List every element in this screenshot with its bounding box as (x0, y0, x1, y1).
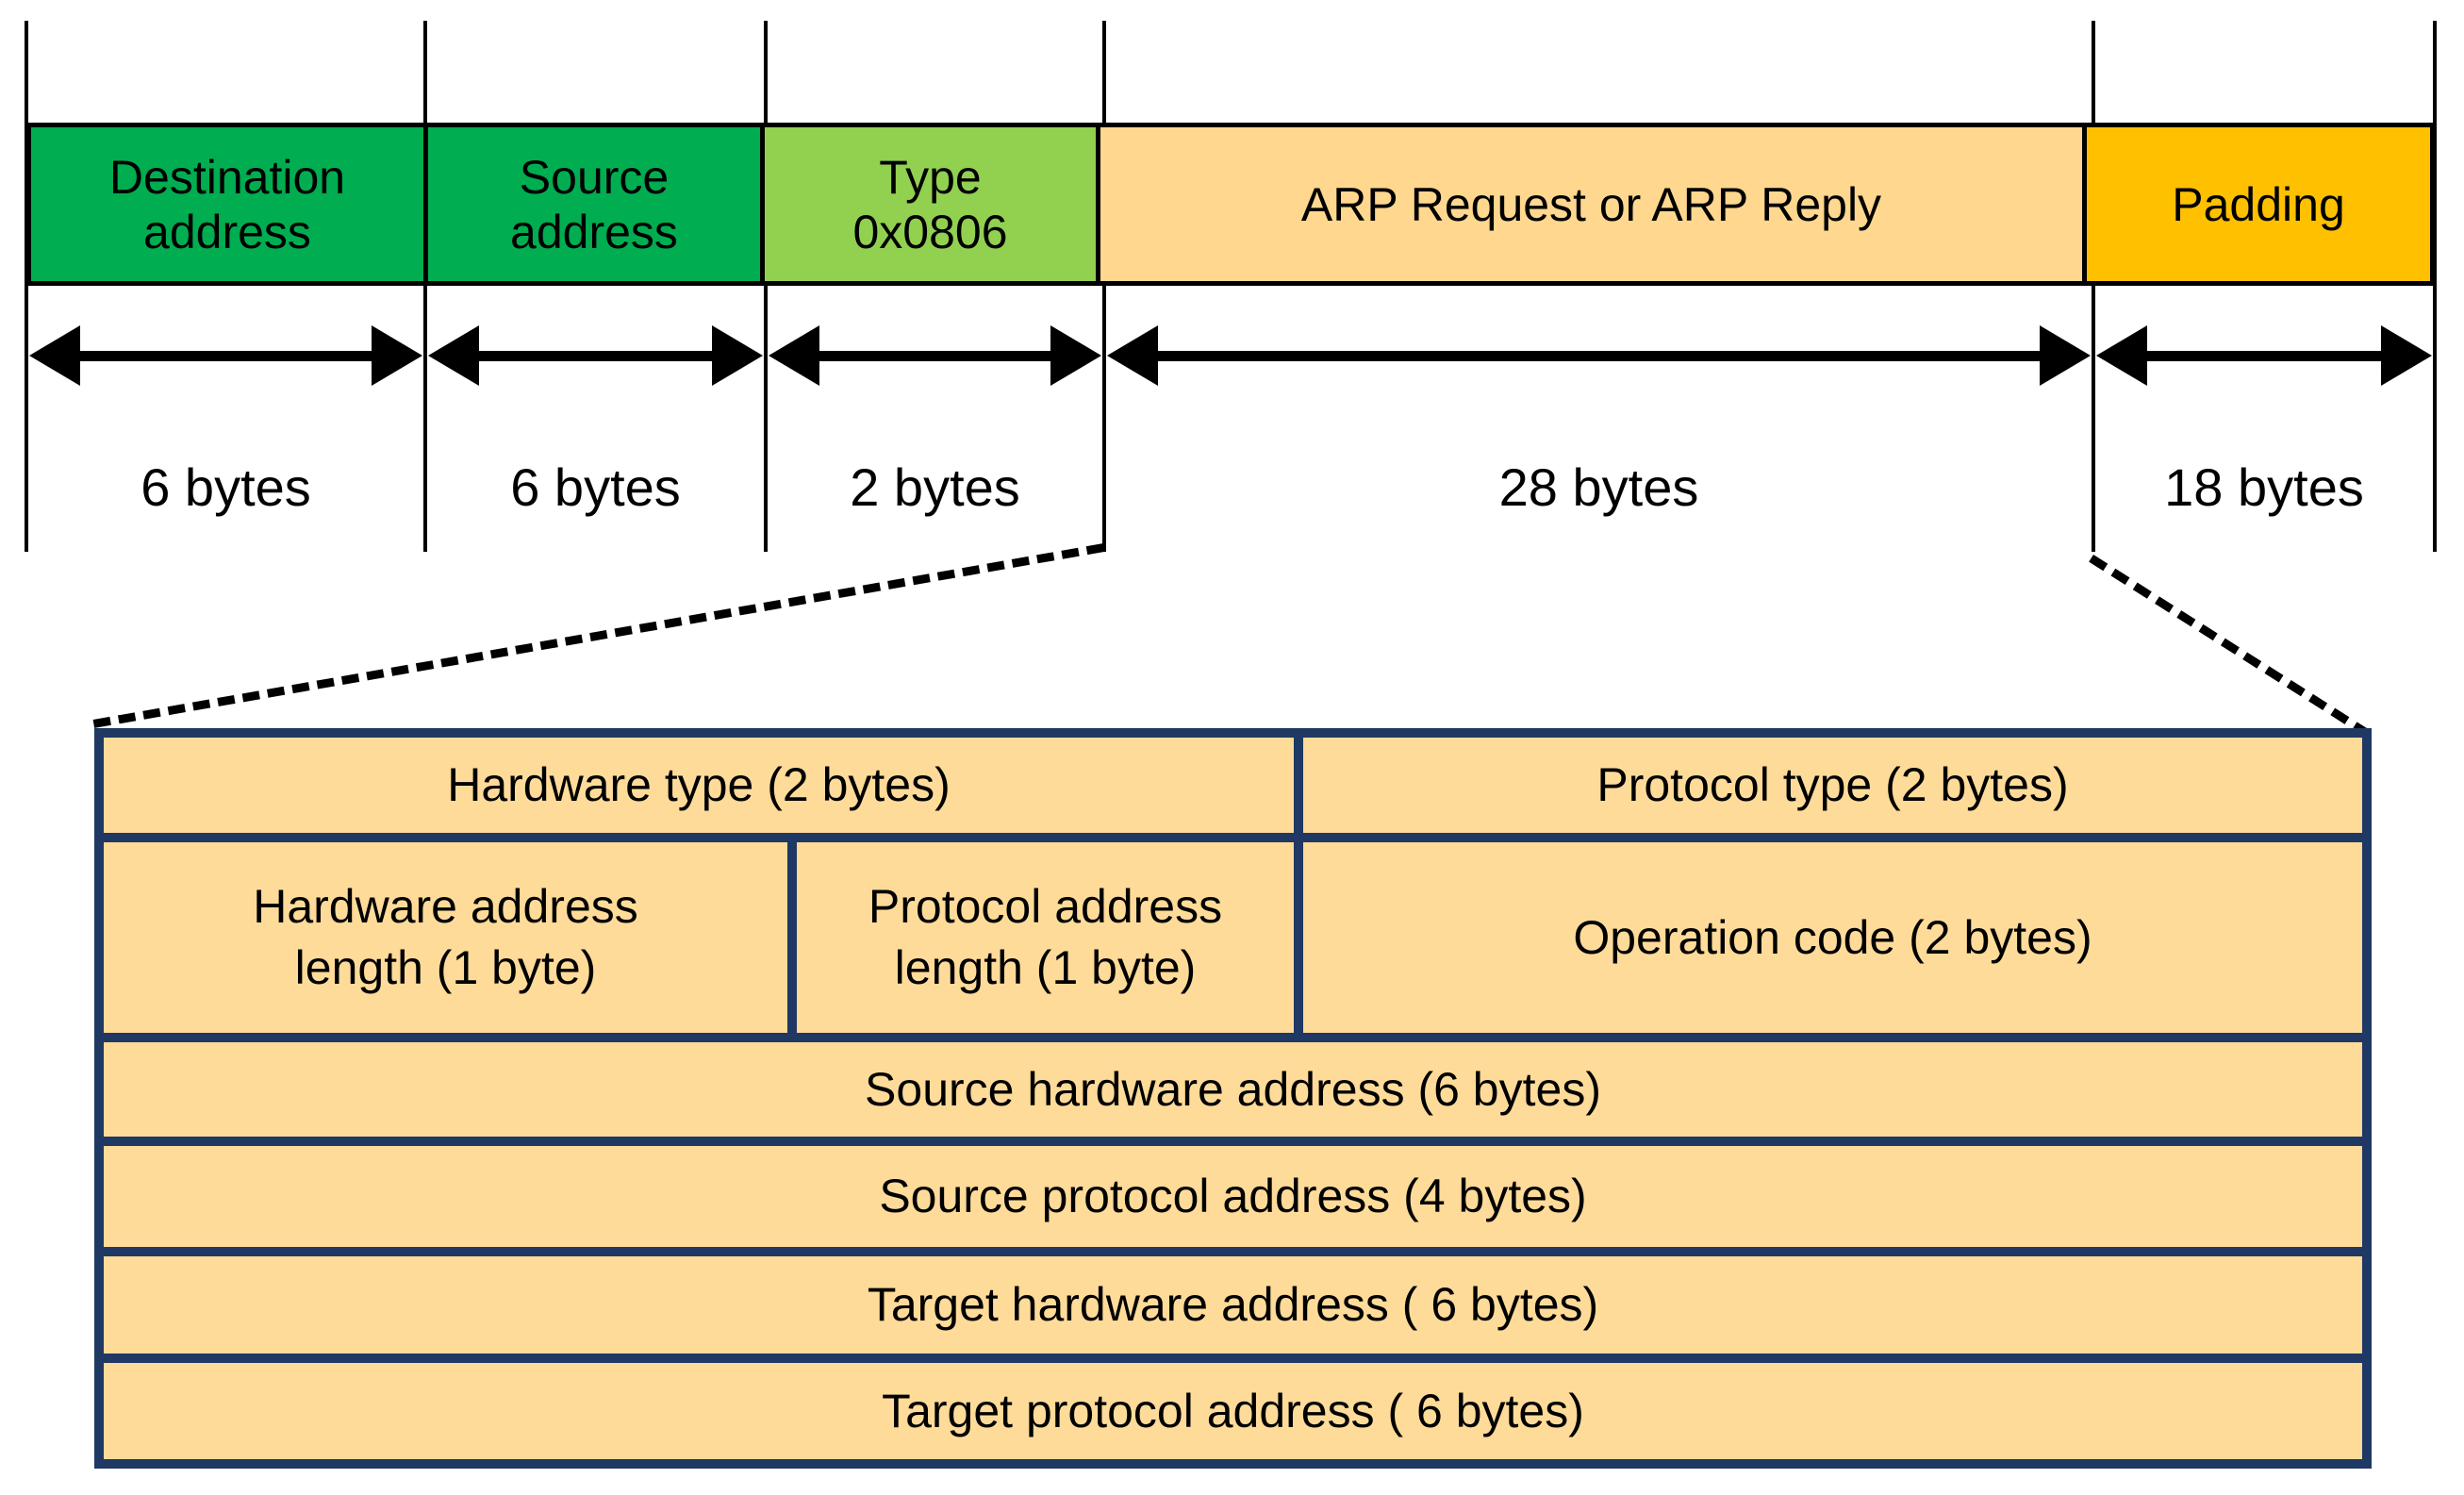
byte-size-label: 2 bytes (850, 457, 1020, 517)
arp-cell-target-protocol-address: Target protocol address ( 6 bytes) (104, 1363, 2362, 1459)
frame-segment-padding: Padding (2082, 127, 2430, 281)
byte-size-label: 18 bytes (2164, 457, 2364, 517)
frame-segment-arp-payload: ARP Request or ARP Reply (1096, 127, 2082, 281)
frame-segment-type: Type 0x0806 (760, 127, 1096, 281)
frame-segment-destination-address: Destination address (31, 127, 423, 281)
arrow-shaft (1158, 350, 2040, 361)
frame-segment-label: ARP Request or ARP Reply (1300, 177, 1882, 231)
dimension-arrow (428, 324, 763, 388)
arp-cell-protocol-address-length: Protocol address length (1 byte) (797, 842, 1294, 1033)
arp-cell-label: Protocol type (2 bytes) (1596, 758, 2069, 811)
dimension-arrow (769, 324, 1101, 388)
dashed-connector-right (2089, 555, 2372, 739)
arp-cell-label: Source protocol address (4 bytes) (879, 1170, 1587, 1222)
dashed-connector-left (92, 543, 1105, 728)
arrow-shaft (479, 350, 712, 361)
frame-segment-label: Destination address (108, 150, 346, 258)
arrowhead-left-icon (769, 325, 819, 386)
arrowhead-left-icon (1107, 325, 1158, 386)
boundary-tick (2092, 21, 2095, 552)
arrowhead-left-icon (29, 325, 80, 386)
dimension-arrow (29, 324, 422, 388)
frame-segment-label: Type 0x0806 (852, 150, 1008, 258)
boundary-tick (764, 21, 768, 552)
dimension-arrow (2096, 324, 2432, 388)
frame-segment-source-address: Source address (423, 127, 760, 281)
arp-cell-label: Protocol address length (1 byte) (868, 880, 1223, 994)
arrow-shaft (2147, 350, 2381, 361)
byte-size-label: 6 bytes (141, 457, 311, 517)
arrowhead-right-icon (712, 325, 763, 386)
dimension-arrow (1107, 324, 2091, 388)
arp-cell-source-hardware-address: Source hardware address (6 bytes) (104, 1042, 2362, 1137)
arp-cell-label: Operation code (2 bytes) (1573, 910, 2092, 964)
arp-cell-protocol-type: Protocol type (2 bytes) (1303, 738, 2362, 833)
arrowhead-right-icon (1050, 325, 1101, 386)
byte-size-label: 6 bytes (510, 457, 681, 517)
arp-cell-source-protocol-address: Source protocol address (4 bytes) (104, 1146, 2362, 1247)
boundary-tick (2433, 21, 2437, 552)
arp-cell-hardware-address-length: Hardware address length (1 byte) (104, 842, 787, 1033)
arrowhead-right-icon (2381, 325, 2432, 386)
arp-cell-label: Hardware address length (1 byte) (253, 880, 638, 994)
arrowhead-right-icon (2040, 325, 2091, 386)
arp-cell-label: Target hardware address ( 6 bytes) (867, 1278, 1599, 1331)
arrowhead-left-icon (2096, 325, 2147, 386)
frame-segment-label: Padding (2172, 177, 2345, 231)
arp-cell-label: Source hardware address (6 bytes) (865, 1062, 1601, 1116)
frame-segment-label: Source address (510, 150, 678, 258)
byte-size-label: 28 bytes (1498, 457, 1699, 517)
boundary-tick (1102, 21, 1106, 552)
boundary-tick (423, 21, 427, 552)
arp-cell-label: Hardware type (2 bytes) (447, 758, 951, 811)
arrowhead-right-icon (372, 325, 422, 386)
arp-cell-label: Target protocol address ( 6 bytes) (882, 1384, 1584, 1437)
arp-cell-operation-code: Operation code (2 bytes) (1303, 842, 2362, 1033)
arrowhead-left-icon (428, 325, 479, 386)
arrow-shaft (819, 350, 1050, 361)
arp-cell-hardware-type: Hardware type (2 bytes) (104, 738, 1294, 833)
boundary-tick (25, 21, 28, 552)
ethernet-frame-band: Destination address Source address Type … (26, 123, 2435, 286)
arp-packet-table: Hardware type (2 bytes) Protocol type (2… (94, 728, 2372, 1469)
arrow-shaft (80, 350, 372, 361)
arp-cell-target-hardware-address: Target hardware address ( 6 bytes) (104, 1256, 2362, 1354)
